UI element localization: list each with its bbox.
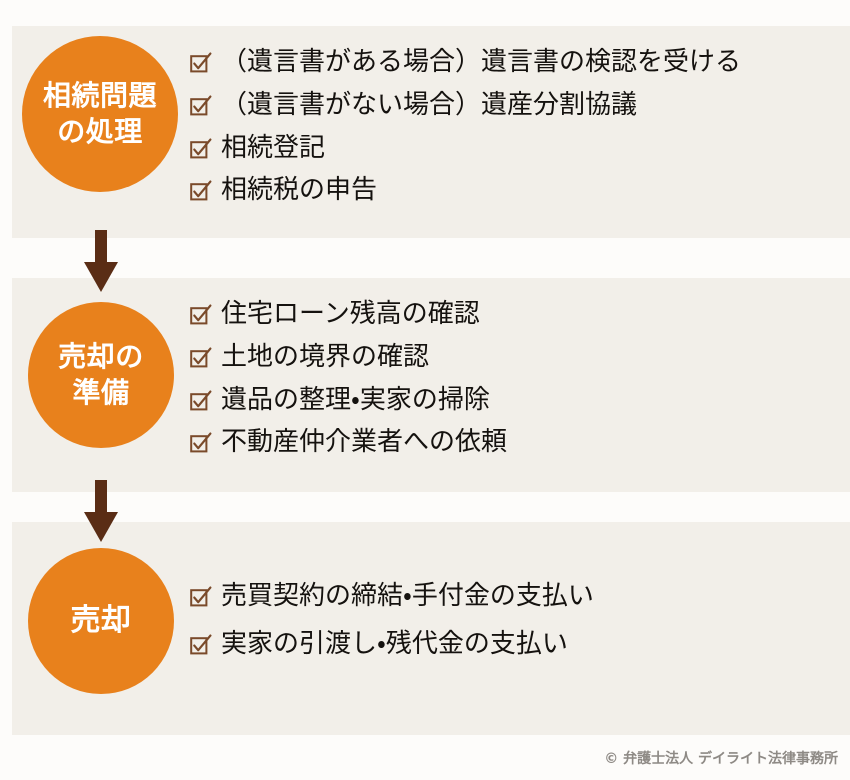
checkbox-checked-icon — [190, 304, 212, 326]
stage-circle-label: 相続問題 の処理 — [43, 78, 157, 150]
checkbox-checked-icon — [190, 180, 212, 202]
checklist-item-label: 売買契約の締結・手付金の支払い — [221, 581, 594, 611]
checklist-item-label: 遺品の整理・実家の掃除 — [221, 384, 490, 415]
checkbox-checked-icon — [190, 138, 212, 160]
stage-circle-label-line: 売却の — [58, 341, 144, 373]
checkbox-checked-icon — [190, 52, 212, 74]
stage-circle-label-line: の処理 — [57, 116, 143, 147]
stage-circle-inheritance-handling: 相続問題 の処理 — [22, 36, 178, 192]
checklist-sale-preparation: 住宅ローン残高の確認 土地の境界の確認 遺品の整理・実家の掃除 — [190, 298, 840, 469]
checkbox-checked-icon — [190, 95, 212, 117]
stage-circle-label-line: 準備 — [72, 377, 130, 408]
stage-circle-sale-preparation: 売却の 準備 — [28, 302, 174, 448]
checklist-item-label: 不動産仲介業者への依頼 — [221, 427, 508, 458]
checklist-item: 実家の引渡し・残代金の支払い — [190, 628, 840, 662]
checklist-item-label: 相続登記 — [221, 132, 326, 163]
checklist-item: 売買契約の締結・手付金の支払い — [190, 580, 840, 614]
stage-circle-label-line: 売却 — [70, 603, 132, 637]
checklist-item: 遺品の整理・実家の掃除 — [190, 384, 840, 418]
checklist-sale: 売買契約の締結・手付金の支払い 実家の引渡し・残代金の支払い — [190, 580, 840, 676]
checklist-item-label: 住宅ローン残高の確認 — [221, 299, 480, 329]
checklist-item-label: 実家の引渡し・残代金の支払い — [221, 628, 568, 659]
checklist-item: 相続税の申告 — [190, 174, 840, 208]
checkbox-checked-icon — [190, 390, 212, 412]
checklist-item-label: （遺言書がない場合）遺産分割協議 — [221, 89, 638, 120]
copyright-credit: © 弁護士法人 デイライト法律事務所 — [604, 751, 838, 767]
checklist-item: 土地の境界の確認 — [190, 341, 840, 375]
checklist-item-label: （遺言書がある場合）遺言書の検認を受ける — [221, 47, 742, 77]
checklist-item: （遺言書がある場合）遺言書の検認を受ける — [190, 46, 840, 80]
checklist-inheritance-handling: （遺言書がある場合）遺言書の検認を受ける （遺言書がない場合）遺産分割協議 相続… — [190, 46, 840, 217]
checkbox-checked-icon — [190, 347, 212, 369]
stage-circle-label-line: 相続問題 — [42, 80, 157, 112]
checklist-item: （遺言書がない場合）遺産分割協議 — [190, 89, 840, 123]
checklist-item: 相続登記 — [190, 132, 840, 166]
stage-circle-label: 売却の 準備 — [58, 339, 144, 411]
checkbox-checked-icon — [190, 634, 212, 656]
checklist-item-label: 相続税の申告 — [221, 175, 378, 206]
stage-circle-sale: 売却 — [28, 548, 174, 694]
stage-circle-label: 売却 — [71, 602, 132, 640]
checklist-item: 不動産仲介業者への依頼 — [190, 426, 840, 460]
checklist-item-label: 土地の境界の確認 — [221, 341, 430, 372]
checkbox-checked-icon — [190, 432, 212, 454]
checkbox-checked-icon — [190, 586, 212, 608]
checklist-item: 住宅ローン残高の確認 — [190, 298, 840, 332]
